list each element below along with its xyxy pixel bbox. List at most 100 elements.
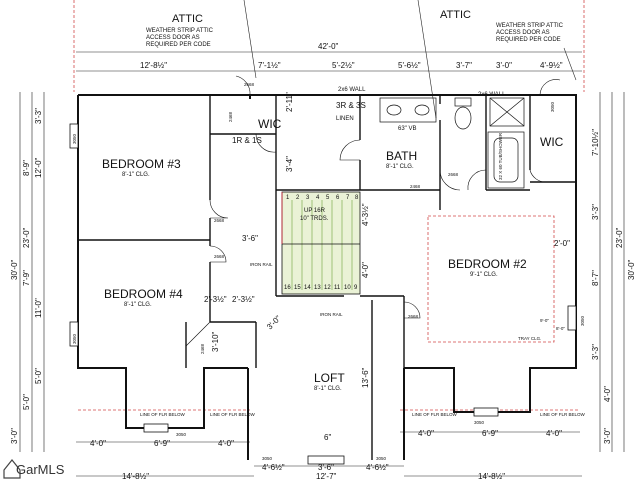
house-icon	[3, 459, 21, 479]
windows	[69, 123, 577, 465]
weather-left-3: REQUIRED PER CODE	[146, 42, 211, 48]
interior-walls	[78, 95, 576, 460]
loft-name: LOFT	[314, 371, 345, 385]
door-code: 2668	[408, 314, 419, 319]
shelves-1r1s: 1R & 1S	[232, 136, 262, 145]
wall-left-label: 2x6 WALL	[338, 87, 366, 93]
iron-rail-2: IRON RAIL	[320, 312, 343, 317]
dim-top: 7'-1½"	[258, 61, 281, 70]
stair-num: 15	[294, 285, 301, 291]
dim-right-overall: 30'-0"	[627, 259, 636, 280]
vanity-label: 63" VB	[398, 126, 416, 132]
dim-right: 4'-0"	[603, 386, 612, 402]
window-code: 3050	[176, 432, 187, 437]
stair	[281, 191, 361, 295]
dim-stair-mid: 4'-0"	[361, 262, 370, 278]
stair-num: 7	[346, 195, 350, 201]
clg-code: 9'-0"	[540, 318, 549, 323]
dim-overall-top: 42'-0"	[318, 42, 339, 51]
door-code: 2468	[200, 343, 205, 354]
dim-bot: 4'-0"	[418, 429, 434, 438]
line-below-far-right: LINE OF FLR BELOW	[540, 412, 586, 417]
stair-num: 4	[316, 195, 320, 201]
dim-closet-a: 2'-3½"	[204, 295, 227, 304]
dim-stair-w: 3'-6"	[242, 234, 258, 243]
dim-top: 4'-9½"	[540, 61, 563, 70]
dim-bot-right: 14'-8½"	[478, 472, 505, 480]
dim-top: 3'-7"	[456, 61, 472, 70]
dim-stair-top: 4'-3½"	[361, 203, 370, 226]
dim-bath-gap: 2'-11"	[285, 92, 294, 112]
window-code: 3050	[580, 315, 585, 326]
dim-bot: 4'-0"	[90, 439, 106, 448]
dim-bot-left: 14'-8½"	[122, 472, 149, 480]
weather-right-3: REQUIRED PER CODE	[496, 37, 561, 43]
stair-num: 1	[286, 195, 290, 201]
linen-name: LINEN	[336, 116, 354, 122]
bath-fixtures	[379, 97, 525, 189]
window-code: 3050	[376, 456, 387, 461]
stair-num: 14	[304, 285, 311, 291]
stair-up: UP 16R	[304, 208, 326, 214]
dim-bot-center: 12'-7"	[316, 472, 337, 480]
watermark-text: GarMLS	[16, 462, 65, 477]
dim-left-overall: 30'-0"	[10, 259, 19, 280]
tub-label: 32 X 60 TUB/SHOWER	[498, 132, 503, 180]
bedroom3-name: BEDROOM #3	[102, 157, 181, 171]
bedroom2-clg: 9'-1" CLG.	[470, 272, 498, 278]
dimension-lines	[19, 0, 625, 477]
dim-right: 3'-3"	[591, 204, 600, 220]
weather-left-1: WEATHER STRIP ATTIC	[146, 28, 214, 34]
stair-num: 5	[326, 195, 330, 201]
dim-left: 3'-0"	[10, 428, 19, 444]
stair-num: 13	[314, 285, 321, 291]
attic-left-label: ATTIC	[172, 13, 203, 25]
dim-top: 3'-0"	[496, 61, 512, 70]
dim-bot: 4'-6½"	[262, 463, 285, 472]
door-code: 2668	[214, 218, 225, 223]
stair-num: 2	[296, 195, 300, 201]
stair-num: 9	[354, 285, 358, 291]
line-below-mid: LINE OF FLR BELOW	[210, 412, 256, 417]
stair-num: 8	[355, 195, 359, 201]
bedroom4-clg: 8'-1" CLG.	[124, 302, 152, 308]
stair-numbers: 1 2 3 4 5 6 7 8 16 15 14 13 12 11 10 9	[284, 195, 359, 291]
watermark: GarMLS	[3, 459, 65, 479]
dim-right: 8'-7"	[591, 270, 600, 286]
stair-num: 12	[324, 285, 331, 291]
dim-bot: 4'-6½"	[366, 463, 389, 472]
door-code: 2468	[228, 111, 233, 122]
dim-bot: 4'-0"	[218, 439, 234, 448]
window-code: 3050	[72, 133, 77, 144]
dim-right: 7'-10½"	[591, 129, 600, 156]
wic-right-name: WIC	[540, 135, 564, 149]
dim-bot: 3'-6"	[318, 463, 334, 472]
dim-left: 11'-0"	[34, 298, 43, 318]
exterior-walls	[77, 94, 577, 460]
weather-left-2: ACCESS DOOR AS	[146, 35, 200, 41]
window-code: 3050	[550, 101, 555, 112]
stair-treads: 10" TRDS.	[300, 216, 329, 222]
dim-left: 8'-9"	[22, 160, 31, 176]
stair-num: 3	[306, 195, 310, 201]
bedroom4-name: BEDROOM #4	[104, 287, 183, 301]
dim-left: 5'-0"	[34, 368, 43, 384]
attic-right-label: ATTIC	[440, 9, 471, 21]
wall-right-label: 2x6 WALL	[478, 92, 506, 98]
line-below-right: LINE OF FLR BELOW	[412, 412, 458, 417]
weather-right-2: ACCESS DOOR AS	[496, 30, 550, 36]
dim-left: 5'-0"	[22, 394, 31, 410]
clg-code: 8'-0"	[556, 326, 565, 331]
dim-left: 12'-0"	[34, 157, 43, 178]
dim-top: 5'-2½"	[332, 61, 355, 70]
dim-closet-d: 3'-10"	[211, 331, 220, 352]
stair-num: 11	[334, 285, 341, 291]
stair-num: 6	[336, 195, 340, 201]
door-code: 2668	[244, 82, 255, 87]
dim-right: 3'-0"	[603, 428, 612, 444]
window-code: 3050	[262, 456, 273, 461]
dim-right: 3'-3"	[591, 344, 600, 360]
tray-label: TRAY CLG.	[518, 336, 541, 341]
dim-closet-c: 3'-0"	[265, 314, 283, 332]
